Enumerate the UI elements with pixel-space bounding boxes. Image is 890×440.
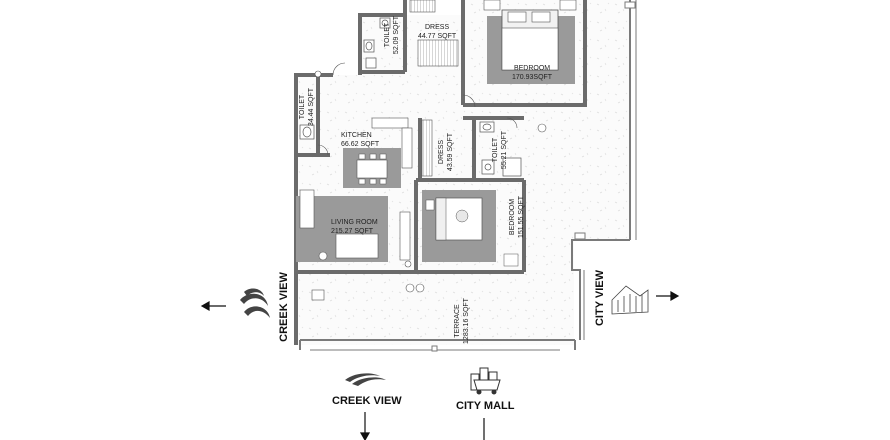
toilet-left-fixtures	[299, 124, 315, 140]
doors	[317, 62, 518, 156]
room-label-bedroom-second: BEDROOM 151.55 SQFT	[509, 195, 525, 239]
second-bed	[422, 190, 519, 267]
creek-view-left-label: CREEK VIEW	[278, 272, 290, 342]
master-bed	[483, 0, 577, 84]
room-label-living: LIVING ROOM 215.27 SQFT	[331, 219, 378, 235]
wave-icon	[240, 288, 270, 318]
room-label-dress-top: DRESS 44.77 SQFT	[418, 24, 457, 40]
city-side-window	[571, 0, 637, 340]
city-view-label: CITY VIEW	[594, 269, 606, 327]
creek-view-bottom-label: CREEK VIEW	[332, 395, 402, 407]
toilet-mid-fixtures	[479, 121, 522, 177]
city-buildings-icon	[611, 285, 649, 315]
room-label-terrace: TERRACE 1283.16 SQFT	[454, 298, 470, 344]
city-mall-label: CITY MALL	[456, 400, 515, 412]
room-label-kitchen: KITCHEN 66.62 SQFT	[341, 132, 380, 148]
room-label-toilet-top: TOILET 52.09 SQFT	[384, 15, 400, 55]
toilet-top-fixtures	[363, 17, 391, 69]
city-right-arrow	[656, 290, 680, 302]
room-label-toilet-left: TOILET 34.44 SQFT	[299, 87, 315, 127]
room-label-toilet-mid: TOILET 55.21 SQFT	[492, 130, 508, 170]
walls	[294, 0, 587, 345]
room-label-dress-mid: DRESS 43.59 SQFT	[438, 132, 454, 172]
dress-top-wardrobe	[409, 0, 459, 67]
room-label-bedroom-master: BEDROOM 170.93SQFT	[512, 65, 553, 81]
creek-bottom-arrow	[359, 412, 371, 440]
terrace-furniture	[311, 70, 547, 301]
creek-left-arrow	[200, 300, 226, 312]
dress-mid-wardrobe	[421, 119, 433, 177]
living-room-furniture	[296, 189, 411, 262]
shopping-cart-icon	[470, 367, 501, 395]
kitchen-dining	[343, 117, 413, 188]
wave-icon	[345, 373, 386, 386]
terrace-rail	[299, 339, 576, 352]
